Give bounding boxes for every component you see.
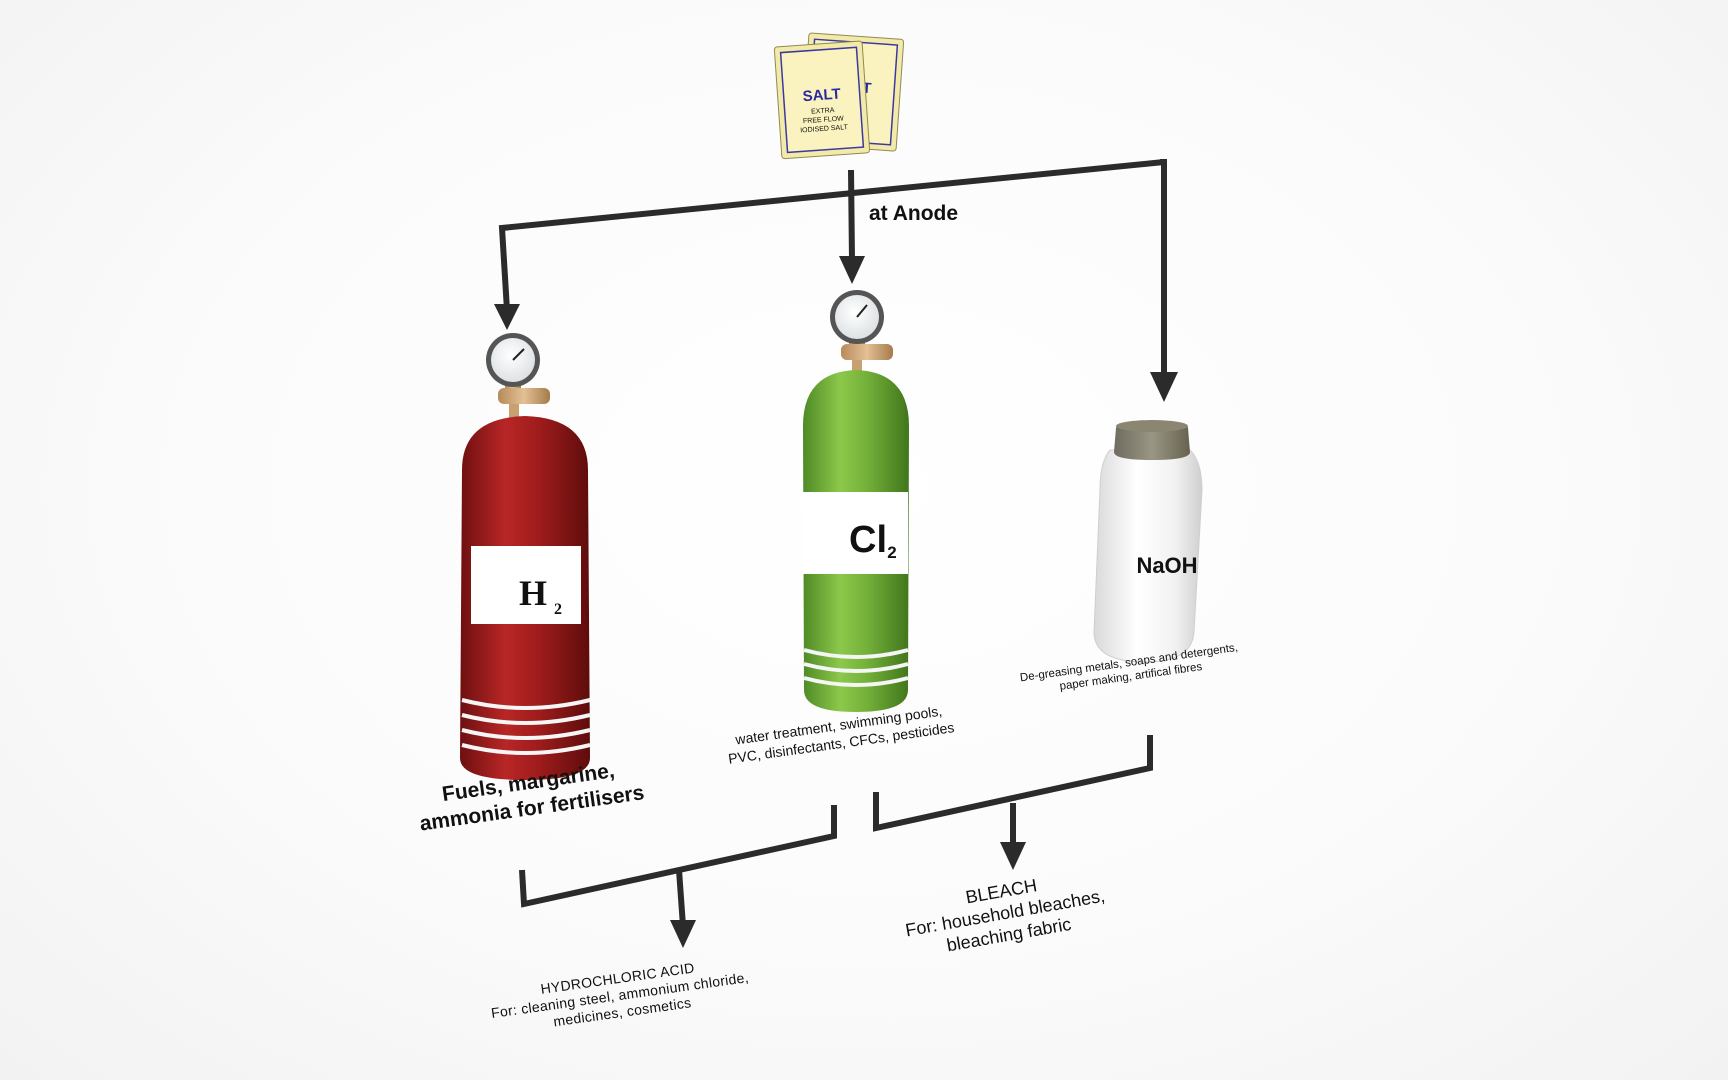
salt-line1: EXTRA: [811, 107, 835, 116]
chlorine-cylinder: Cl 2: [803, 290, 909, 712]
salt-line2: FREE FLOW: [803, 115, 845, 125]
arrow-heads-bottom: [670, 842, 1026, 948]
arrow-to-chlorine: [848, 169, 855, 261]
hydrogen-subscript: 2: [554, 601, 562, 618]
hydrogen-formula: H: [519, 573, 547, 613]
arrowhead-hydrogen: [494, 304, 520, 330]
arrowhead-chlorine: [839, 256, 865, 284]
arrowhead-naoh: [1150, 372, 1178, 402]
salt-line3: IODISED SALT: [800, 124, 849, 134]
naoh-formula: NaOH: [1136, 553, 1197, 578]
hydrogen-cylinder: H 2: [460, 333, 591, 780]
salt-brand: SALT: [802, 86, 841, 106]
salt-packets: SALT SALT EXTRA FREE FLOW IODISED SALT: [773, 32, 905, 160]
arrow-to-naoh: [1160, 159, 1167, 378]
arrow-heads-top: [494, 256, 1178, 402]
arrowhead-bleach: [1000, 842, 1026, 870]
top-arrows: [498, 159, 1167, 378]
arrowhead-hcl: [670, 920, 696, 948]
bottom-arrows: [519, 735, 1153, 927]
naoh-jar: NaOH: [1093, 420, 1203, 663]
chlorine-subscript: 2: [887, 543, 896, 562]
chlorine-formula: Cl: [849, 519, 887, 561]
anode-label: at Anode: [869, 202, 959, 225]
arrow-to-hydrogen: [498, 159, 1165, 311]
salt-packet-front: SALT EXTRA FREE FLOW IODISED SALT: [773, 40, 871, 160]
hcl-stem: [676, 869, 686, 927]
bleach-bracket: [873, 735, 1153, 832]
